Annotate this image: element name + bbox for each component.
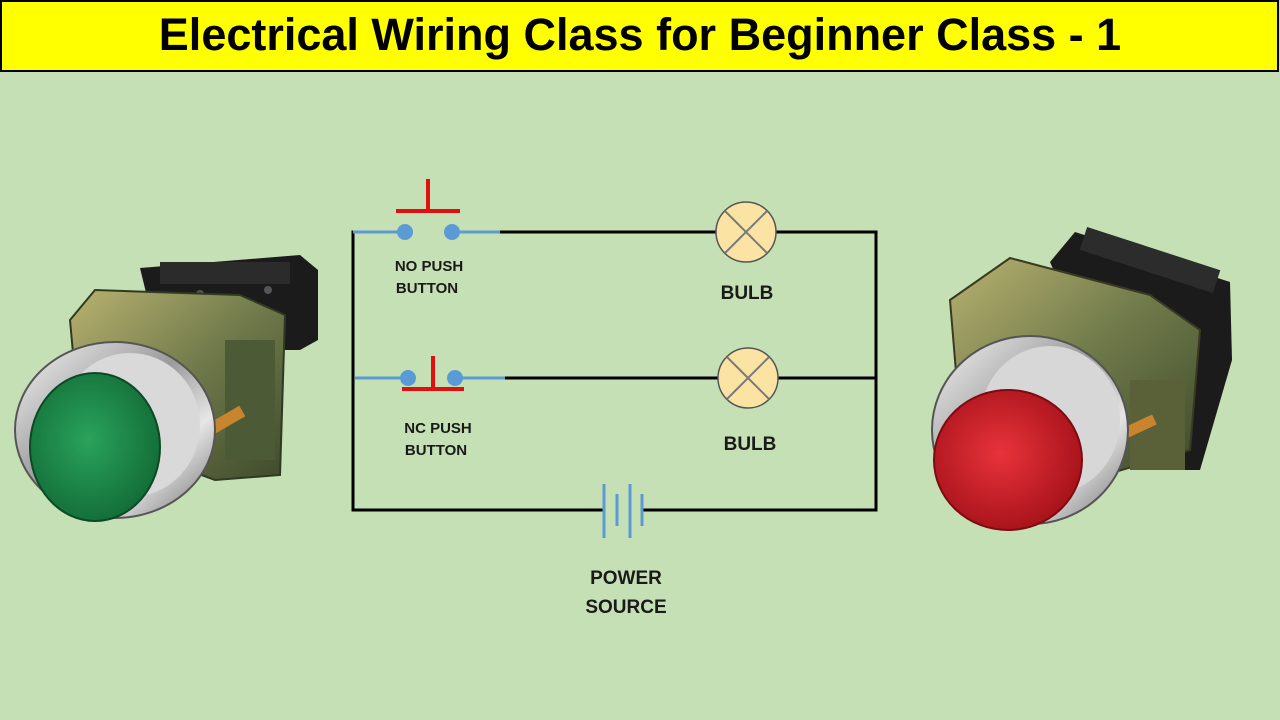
- nc-push-button-symbol: [355, 356, 505, 391]
- terminal-right: [444, 224, 460, 240]
- terminal-left: [400, 370, 416, 386]
- nc-push-button-label-line1: NC PUSH: [404, 420, 472, 437]
- circuit-wires: [351, 230, 878, 512]
- no-push-button-label-line2: BUTTON: [396, 280, 458, 297]
- power-source-label-line1: POWER: [590, 568, 662, 589]
- red-button-face: [933, 389, 1083, 531]
- no-push-button-label-line1: NO PUSH: [395, 258, 463, 275]
- green-button-face: [29, 372, 161, 522]
- terminal-right: [447, 370, 463, 386]
- circuit-diagram: NO PUSH BUTTON NC PUSH BUTTON BULB BULB: [351, 179, 878, 618]
- red-push-button-photo: [931, 226, 1232, 531]
- bulb-middle-label: BULB: [724, 434, 777, 455]
- battery-symbol: [602, 484, 644, 538]
- green-push-button-photo: [14, 255, 318, 522]
- power-source-label-line2: SOURCE: [585, 597, 666, 618]
- bulb-middle-symbol: [717, 347, 779, 409]
- terminal-left: [397, 224, 413, 240]
- page-title: Electrical Wiring Class for Beginner Cla…: [159, 9, 1121, 60]
- bulb-top-symbol: [715, 201, 777, 263]
- no-push-button-symbol: [353, 179, 500, 240]
- nc-push-button-label-line2: BUTTON: [405, 442, 467, 459]
- bulb-top-label: BULB: [721, 283, 774, 304]
- title-bar: [0, 0, 1279, 72]
